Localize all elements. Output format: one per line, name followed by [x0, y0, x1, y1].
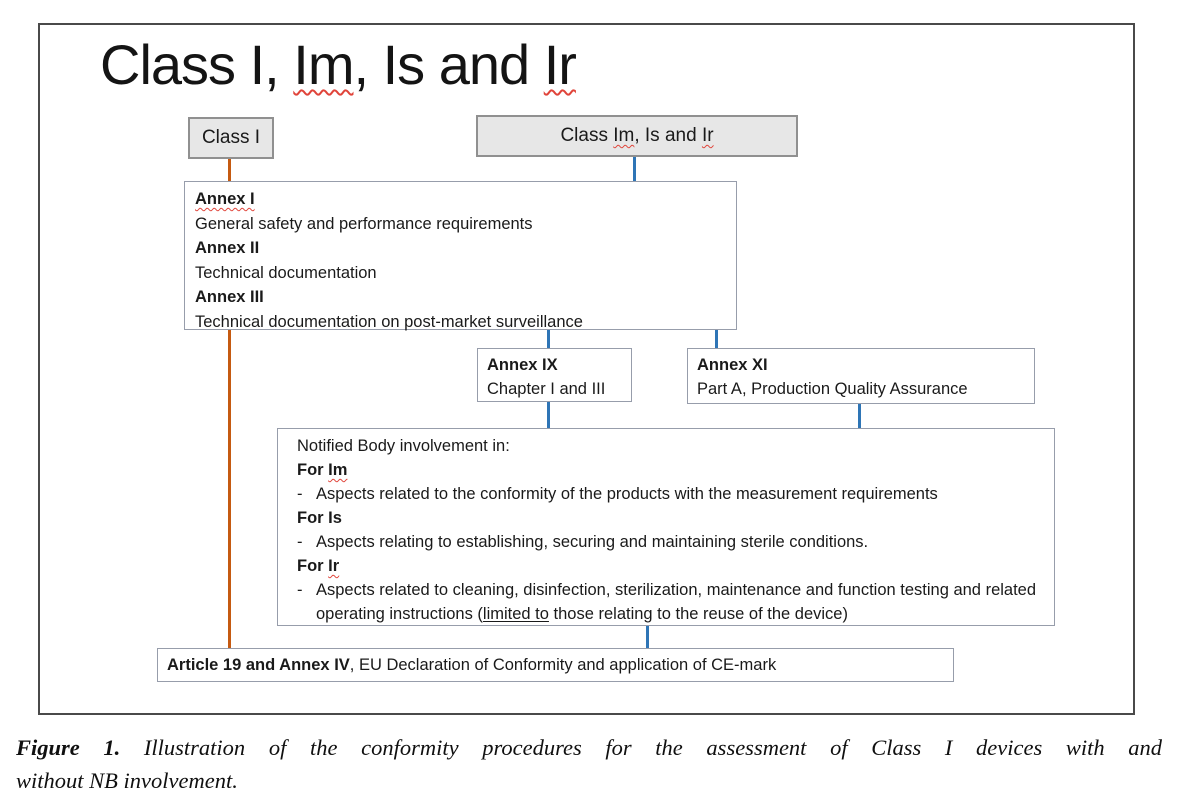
heading-prefix: For — [297, 461, 329, 479]
annex-row: Annex I General safety and performance r… — [195, 187, 726, 236]
bullet-dash: - — [297, 533, 303, 551]
article-19-text: Article 19 and Annex IV, EU Declaration … — [167, 656, 776, 675]
class-im-is-ir-box: Class Im, Is and Ir — [476, 115, 798, 157]
heading-prefix: For — [297, 557, 329, 575]
caption-label: Figure 1. — [16, 735, 121, 760]
nb-bullet-ir: - Aspects related to cleaning, disinfect… — [297, 578, 1042, 626]
title-part-ir: Ir — [543, 33, 577, 96]
class-im-label: Class Im, Is and Ir — [560, 125, 713, 147]
connector-annex-to-xi — [715, 330, 718, 348]
annex-iii-desc: Technical documentation on post-market s… — [195, 312, 583, 331]
caption-line-1: Figure 1. Illustration of the conformity… — [16, 731, 1162, 764]
title-part: Class I, — [100, 33, 294, 96]
connector-nb-to-article — [646, 626, 649, 648]
annex-xi-desc: Part A, Production Quality Assurance — [697, 380, 968, 398]
annex-row: Annex III Technical documentation on pos… — [195, 285, 726, 334]
annex-iii-label: Annex III — [195, 288, 264, 306]
figure-title: Class I, Im, Is and Ir — [100, 32, 577, 97]
heading-flag-im: Im — [328, 461, 348, 479]
bullet-text: Aspects related to the conformity of the… — [316, 485, 938, 503]
annex-ix-box: Annex IX Chapter I and III — [477, 348, 632, 402]
nb-heading-im: For Im — [297, 458, 1042, 482]
article-19-box: Article 19 and Annex IV, EU Declaration … — [157, 648, 954, 682]
figure-caption: Figure 1. Illustration of the conformity… — [16, 731, 1162, 797]
bullet-dash: - — [297, 581, 303, 599]
annex-i-desc: General safety and performance requireme… — [195, 214, 533, 233]
annex-ii-label: Annex II — [195, 239, 260, 257]
connector-class-i-down — [228, 155, 231, 181]
nb-bullet-is: - Aspects relating to establishing, secu… — [297, 530, 1042, 554]
annex-xi-box: Annex XI Part A, Production Quality Assu… — [687, 348, 1035, 404]
connector-annex-to-ix — [547, 330, 550, 348]
annex-row: Annex II Technical documentation — [195, 236, 726, 285]
bullet-text-underlined: limited to — [482, 605, 549, 623]
label-part-im: Im — [613, 125, 635, 146]
annex-i-label: Annex I — [195, 190, 255, 208]
nb-heading-is: For Is — [297, 506, 1042, 530]
bullet-text: Aspects related to cleaning, disinfectio… — [316, 578, 1042, 626]
notified-body-box: Notified Body involvement in: For Im - A… — [277, 428, 1055, 626]
connector-class-i-to-article — [228, 330, 231, 648]
title-part-im: Im — [293, 33, 354, 96]
connector-xi-to-nb — [858, 404, 861, 428]
title-part: , Is and — [353, 33, 544, 96]
bullet-text-part: Aspects related to cleaning, disinfectio… — [316, 581, 1037, 623]
label-part: Class — [560, 125, 614, 146]
bullet-text: Aspects relating to establishing, securi… — [316, 533, 869, 551]
bullet-dash: - — [297, 485, 303, 503]
annex-ix-label: Annex IX — [487, 356, 558, 374]
nb-bullet-im: - Aspects related to the conformity of t… — [297, 482, 1042, 506]
heading-prefix: For — [297, 509, 329, 527]
caption-line-2: without NB involvement. — [16, 768, 238, 793]
bullet-text-part: those relating to the reuse of the devic… — [548, 605, 848, 623]
annex-ii-desc: Technical documentation — [195, 263, 377, 282]
heading-flag-is: Is — [328, 509, 342, 527]
annex-ix-desc: Chapter I and III — [487, 380, 606, 398]
class-i-label: Class I — [201, 127, 261, 148]
connector-classim-to-annex — [633, 153, 636, 181]
annex-xi-label: Annex XI — [697, 356, 768, 374]
label-part-ir: Ir — [701, 125, 714, 146]
heading-flag-ir: Ir — [328, 557, 340, 575]
article-19-bold: Article 19 and Annex IV — [167, 655, 350, 674]
connector-ix-to-nb — [547, 402, 550, 428]
nb-heading-ir: For Ir — [297, 554, 1042, 578]
label-part: , Is and — [634, 125, 702, 146]
annex-i-ii-iii-box: Annex I General safety and performance r… — [184, 181, 737, 331]
caption-text: Illustration of the conformity procedure… — [120, 735, 1162, 760]
class-i-box: Class I — [188, 117, 274, 159]
article-19-rest: , EU Declaration of Conformity and appli… — [349, 655, 777, 674]
nb-intro: Notified Body involvement in: — [297, 437, 510, 455]
